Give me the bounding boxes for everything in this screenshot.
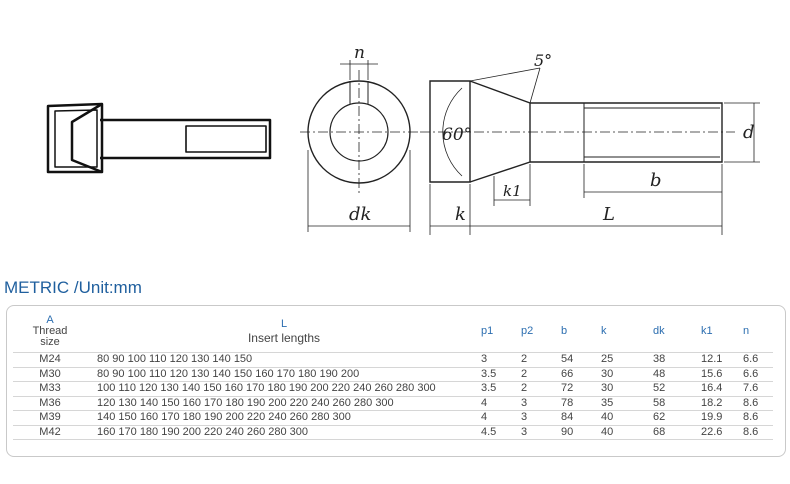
header-thread-size: A Thread size	[13, 310, 87, 353]
cell-n: 8.6	[743, 410, 773, 426]
cell-dk: 62	[653, 410, 701, 426]
cell-size: M30	[13, 367, 87, 382]
header-p2: p2	[521, 325, 534, 337]
side-view	[420, 67, 760, 235]
cell-k: 30	[601, 381, 653, 397]
header-thread-size-letter: A	[46, 313, 54, 326]
bolt-technical-drawing: n 5° 60° d b k1 dk k L	[46, 43, 760, 235]
cell-p2: 3	[521, 410, 561, 426]
header-p1: p1	[481, 325, 494, 337]
cell-b: 84	[561, 410, 601, 426]
header-b: b	[561, 325, 568, 337]
cell-dk: 68	[653, 425, 701, 440]
table-header-row: A Thread size L Insert lengths p1 p2 b k…	[13, 310, 773, 353]
table-row: M39 140 150 160 170 180 190 200 220 240 …	[13, 410, 773, 426]
cell-k1: 12.1	[701, 352, 743, 368]
cell-b: 54	[561, 352, 601, 368]
header-thread-size-label-2: size	[40, 335, 60, 348]
cell-n: 6.6	[743, 352, 773, 368]
cell-k1: 16.4	[701, 381, 743, 397]
table-row: M36 120 130 140 150 160 170 180 190 200 …	[13, 396, 773, 411]
cell-n: 7.6	[743, 381, 773, 397]
cell-dk: 38	[653, 352, 701, 368]
label-b: b	[650, 170, 662, 191]
cell-p2: 2	[521, 381, 561, 397]
cell-lengths: 80 90 100 110 120 130 140 150	[87, 352, 481, 368]
cell-k1: 15.6	[701, 367, 743, 382]
cell-lengths: 100 110 120 130 140 150 160 170 180 190 …	[87, 381, 481, 397]
table-row: M30 80 90 100 110 120 130 140 150 160 17…	[13, 367, 773, 382]
header-dk: dk	[653, 325, 665, 337]
cell-p1: 4	[481, 410, 521, 426]
label-d: d	[743, 122, 755, 143]
table-row: M33 100 110 120 130 140 150 160 170 180 …	[13, 381, 773, 397]
cell-n: 6.6	[743, 367, 773, 382]
cell-b: 90	[561, 425, 601, 440]
spec-table-container: A Thread size L Insert lengths p1 p2 b k…	[6, 305, 786, 457]
cell-n: 8.6	[743, 396, 773, 411]
header-n: n	[743, 325, 750, 337]
cell-dk: 52	[653, 381, 701, 397]
cell-lengths: 160 170 180 190 200 220 240 260 280 300	[87, 425, 481, 440]
label-k: k	[455, 204, 466, 225]
cell-p1: 3.5	[481, 367, 521, 382]
cell-p1: 4	[481, 396, 521, 411]
cell-k: 30	[601, 367, 653, 382]
table-row: M24 80 90 100 110 120 130 140 150 3 2 54…	[13, 352, 773, 368]
cell-k: 40	[601, 425, 653, 440]
section-title: METRIC /Unit:mm	[4, 278, 142, 297]
cell-dk: 58	[653, 396, 701, 411]
cell-lengths: 80 90 100 110 120 130 140 150 160 170 18…	[87, 367, 481, 382]
cell-size: M36	[13, 396, 87, 411]
cell-k: 40	[601, 410, 653, 426]
cell-k1: 18.2	[701, 396, 743, 411]
cell-p2: 2	[521, 352, 561, 368]
header-L-label: Insert lengths	[247, 330, 321, 345]
header-k: k	[601, 325, 607, 337]
label-L: L	[602, 204, 615, 225]
cell-p1: 3.5	[481, 381, 521, 397]
label-angle-5: 5°	[534, 51, 552, 70]
cell-p2: 3	[521, 396, 561, 411]
cell-b: 78	[561, 396, 601, 411]
cell-p2: 2	[521, 367, 561, 382]
cell-k: 35	[601, 396, 653, 411]
cell-b: 66	[561, 367, 601, 382]
cell-p1: 3	[481, 352, 521, 368]
label-dk: dk	[349, 204, 371, 225]
cell-size: M42	[13, 425, 87, 440]
cell-k: 25	[601, 352, 653, 368]
table-row: M42 160 170 180 190 200 220 240 260 280 …	[13, 425, 773, 440]
header-thread-size-label-1: Thread	[32, 324, 68, 337]
header-L-letter: L	[280, 317, 288, 330]
cell-lengths: 120 130 140 150 160 170 180 190 200 220 …	[87, 396, 481, 411]
cell-dk: 48	[653, 367, 701, 382]
end-view	[300, 60, 418, 232]
cell-b: 72	[561, 381, 601, 397]
cell-size: M24	[13, 352, 87, 368]
bolt-sketch	[46, 102, 272, 174]
cell-size: M33	[13, 381, 87, 397]
cell-lengths: 140 150 160 170 180 190 200 220 240 260 …	[87, 410, 481, 426]
header-k1: k1	[701, 325, 713, 337]
cell-p2: 3	[521, 425, 561, 440]
cell-size: M39	[13, 410, 87, 426]
cell-p1: 4.5	[481, 425, 521, 440]
header-insert-lengths: L Insert lengths	[87, 310, 481, 353]
spec-table: A Thread size L Insert lengths p1 p2 b k…	[13, 310, 773, 440]
label-k1: k1	[503, 182, 522, 200]
cell-n: 8.6	[743, 425, 773, 440]
label-angle-60: 60°	[442, 125, 472, 145]
label-n: n	[354, 43, 365, 63]
cell-k1: 19.9	[701, 410, 743, 426]
cell-k1: 22.6	[701, 425, 743, 440]
